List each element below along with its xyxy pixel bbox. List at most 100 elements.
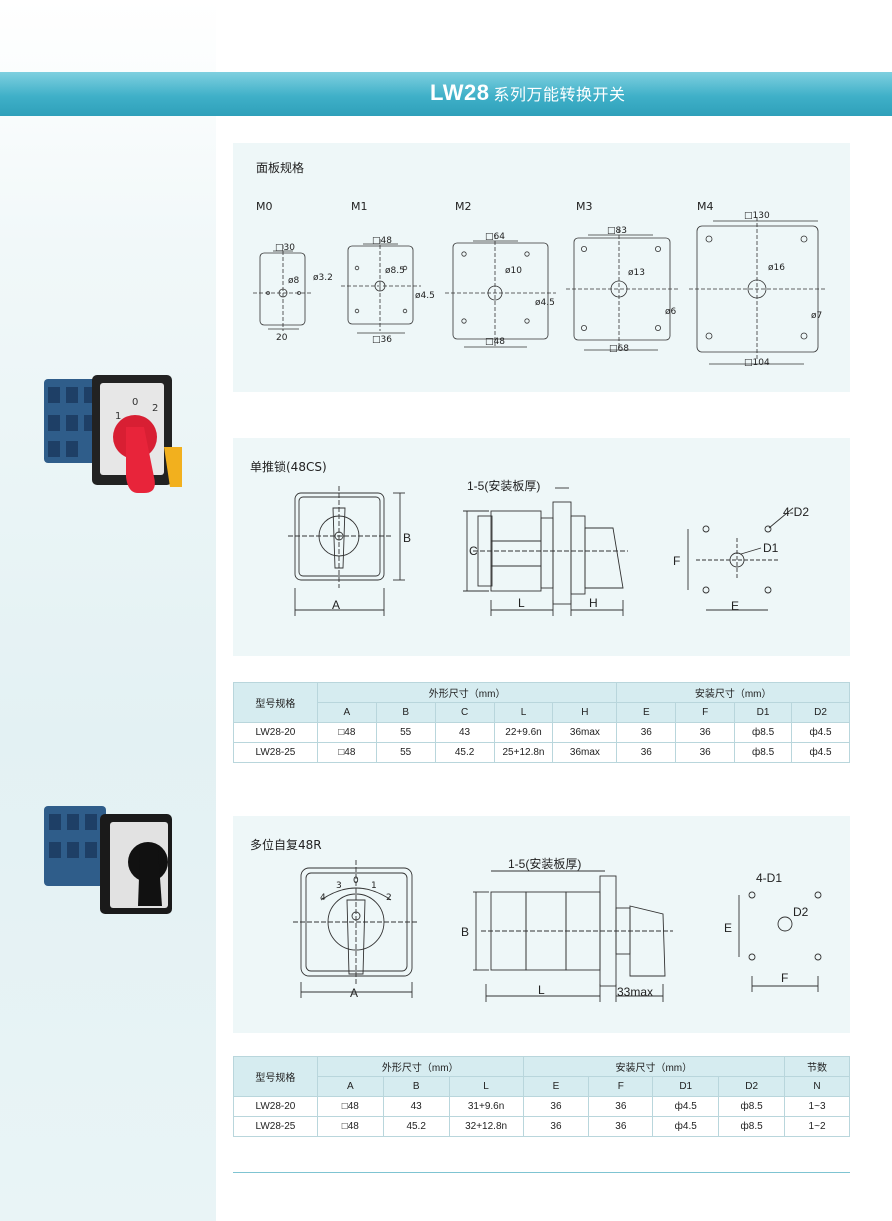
m0-top-dim: □30 bbox=[275, 243, 295, 253]
table1-group-mount: 安装尺寸（mm） bbox=[616, 682, 850, 703]
push-lock-l-label: L bbox=[518, 596, 525, 610]
table1-col-e: E bbox=[616, 702, 677, 723]
m1-top-dim: □48 bbox=[372, 236, 392, 246]
table-cell: ф4.5 bbox=[652, 1096, 720, 1117]
table-cell: 36 bbox=[616, 742, 677, 763]
photo-dial-2: 2 bbox=[152, 403, 158, 414]
table-cell: 1~2 bbox=[784, 1116, 850, 1137]
push-lock-title: 单推锁(48CS) bbox=[250, 460, 327, 474]
push-lock-c-label: C bbox=[469, 544, 478, 558]
multi-b-label: B bbox=[461, 925, 469, 939]
table1-col-h: H bbox=[552, 702, 618, 723]
table-cell: 36 bbox=[675, 742, 736, 763]
multi-thickness-label: 1-5(安装板厚) bbox=[508, 856, 581, 871]
push-lock-thickness-label: 1-5(安装板厚) bbox=[467, 478, 540, 493]
table1-col-a: A bbox=[316, 702, 377, 723]
multi-d2-label: D2 bbox=[793, 905, 809, 919]
table-cell: 36max bbox=[552, 722, 618, 743]
table-cell: 36 bbox=[675, 722, 736, 743]
panel-drawings: □30 ø8 ø3.2 20 □48 ø8.5 ø4.5 □36 □64 ø10… bbox=[253, 211, 827, 368]
spec-table-multi-position: 型号规格 外形尺寸（mm） 安装尺寸（mm） 节数 A B L E F D1 D… bbox=[233, 1056, 850, 1137]
table-cell: ф4.5 bbox=[791, 722, 850, 743]
m1-hole-dim: ø8.5 bbox=[385, 266, 405, 276]
push-lock-h-label: H bbox=[589, 596, 598, 610]
multi-position-title: 多位自复48R bbox=[250, 838, 322, 852]
table-cell: 32+12.8n bbox=[448, 1116, 524, 1137]
push-lock-drawings: A B C L H 1-5(安装板厚) 4-D2 D1 E F bbox=[288, 478, 809, 616]
table-cell: 36 bbox=[522, 1116, 590, 1137]
table-cell: 45.2 bbox=[434, 742, 495, 763]
table-row: LW28-20 □48 55 43 22+9.6n 36max 36 36 ф8… bbox=[233, 722, 850, 743]
push-lock-a-label: A bbox=[332, 598, 340, 612]
table2-row-header: 型号规格 bbox=[233, 1056, 318, 1097]
multi-33max-label: 33max bbox=[617, 985, 653, 999]
push-lock-e-label: E bbox=[731, 599, 739, 613]
m4-side-dim: ø7 bbox=[811, 311, 822, 321]
table-cell: 25+12.8n bbox=[493, 742, 554, 763]
table1-group-outline: 外形尺寸（mm） bbox=[316, 682, 618, 703]
table-cell: 36 bbox=[616, 722, 677, 743]
table2-group-sections: 节数 bbox=[784, 1056, 850, 1077]
table1-col-l: L bbox=[493, 702, 554, 723]
table1-col-b: B bbox=[375, 702, 436, 723]
table-cell: 55 bbox=[375, 742, 436, 763]
table-cell: LW28-20 bbox=[233, 1096, 318, 1117]
table-cell: ф8.5 bbox=[718, 1116, 786, 1137]
table-cell: LW28-25 bbox=[233, 1116, 318, 1137]
m3-hole-dim: ø13 bbox=[628, 268, 645, 278]
table1-row-header: 型号规格 bbox=[233, 682, 318, 723]
m2-top-dim: □64 bbox=[485, 232, 505, 242]
dial-pos-3: 3 bbox=[336, 881, 342, 891]
table-cell: 36 bbox=[522, 1096, 590, 1117]
model-label-m1: M1 bbox=[351, 200, 368, 213]
table-cell: LW28-20 bbox=[233, 722, 318, 743]
push-lock-f-label: F bbox=[673, 554, 680, 568]
table-cell: 45.2 bbox=[382, 1116, 450, 1137]
table-cell: 43 bbox=[382, 1096, 450, 1117]
table-cell: ф8.5 bbox=[734, 742, 793, 763]
table1-col-c: C bbox=[434, 702, 495, 723]
model-label-m2: M2 bbox=[455, 200, 472, 213]
multi-position-section bbox=[233, 816, 850, 1033]
table2-col-e: E bbox=[522, 1076, 590, 1097]
panel-spec-title: 面板规格 bbox=[256, 161, 305, 175]
table2-col-d2: D2 bbox=[718, 1076, 786, 1097]
photo-dial-0: 0 bbox=[132, 397, 138, 408]
table2-col-n: N bbox=[784, 1076, 850, 1097]
table-cell: 36 bbox=[588, 1096, 654, 1117]
dial-pos-0: 0 bbox=[353, 876, 359, 886]
table-cell: □48 bbox=[316, 1116, 384, 1137]
push-lock-section bbox=[233, 438, 850, 656]
table-cell: ф4.5 bbox=[791, 742, 850, 763]
push-lock-4d2-label: 4-D2 bbox=[783, 505, 809, 519]
m1-side-dim: ø4.5 bbox=[415, 291, 435, 301]
table2-col-l: L bbox=[448, 1076, 524, 1097]
table-cell: 43 bbox=[434, 722, 495, 743]
table1-col-f: F bbox=[675, 702, 736, 723]
multi-f-label: F bbox=[781, 971, 788, 985]
m3-bottom-dim: □68 bbox=[609, 344, 629, 354]
multi-l-label: L bbox=[538, 983, 545, 997]
multi-e-label: E bbox=[724, 921, 732, 935]
table-row: LW28-25 □48 55 45.2 25+12.8n 36max 36 36… bbox=[233, 742, 850, 763]
table-cell: □48 bbox=[316, 722, 377, 743]
push-lock-b-label: B bbox=[403, 531, 411, 545]
dial-pos-4: 4 bbox=[320, 893, 326, 903]
m0-bottom-dim: 20 bbox=[276, 333, 288, 343]
m4-top-dim: □130 bbox=[744, 211, 770, 221]
dial-pos-2: 2 bbox=[386, 893, 392, 903]
table-row: LW28-20 □48 43 31+9.6n 36 36 ф4.5 ф8.5 1… bbox=[233, 1096, 850, 1117]
product-photo-red-handle: 1 0 2 bbox=[44, 375, 182, 493]
multi-4d1-label: 4-D1 bbox=[756, 871, 782, 885]
table-cell: □48 bbox=[316, 1096, 384, 1117]
model-label-m4: M4 bbox=[697, 200, 714, 213]
m0-side-dim: ø3.2 bbox=[313, 273, 333, 283]
table-cell: ф8.5 bbox=[718, 1096, 786, 1117]
model-label-m3: M3 bbox=[576, 200, 593, 213]
push-lock-d1-label: D1 bbox=[763, 541, 779, 555]
m3-side-dim: ø6 bbox=[665, 307, 677, 317]
table-cell: 55 bbox=[375, 722, 436, 743]
table1-col-d1: D1 bbox=[734, 702, 793, 723]
table-cell: 36 bbox=[588, 1116, 654, 1137]
